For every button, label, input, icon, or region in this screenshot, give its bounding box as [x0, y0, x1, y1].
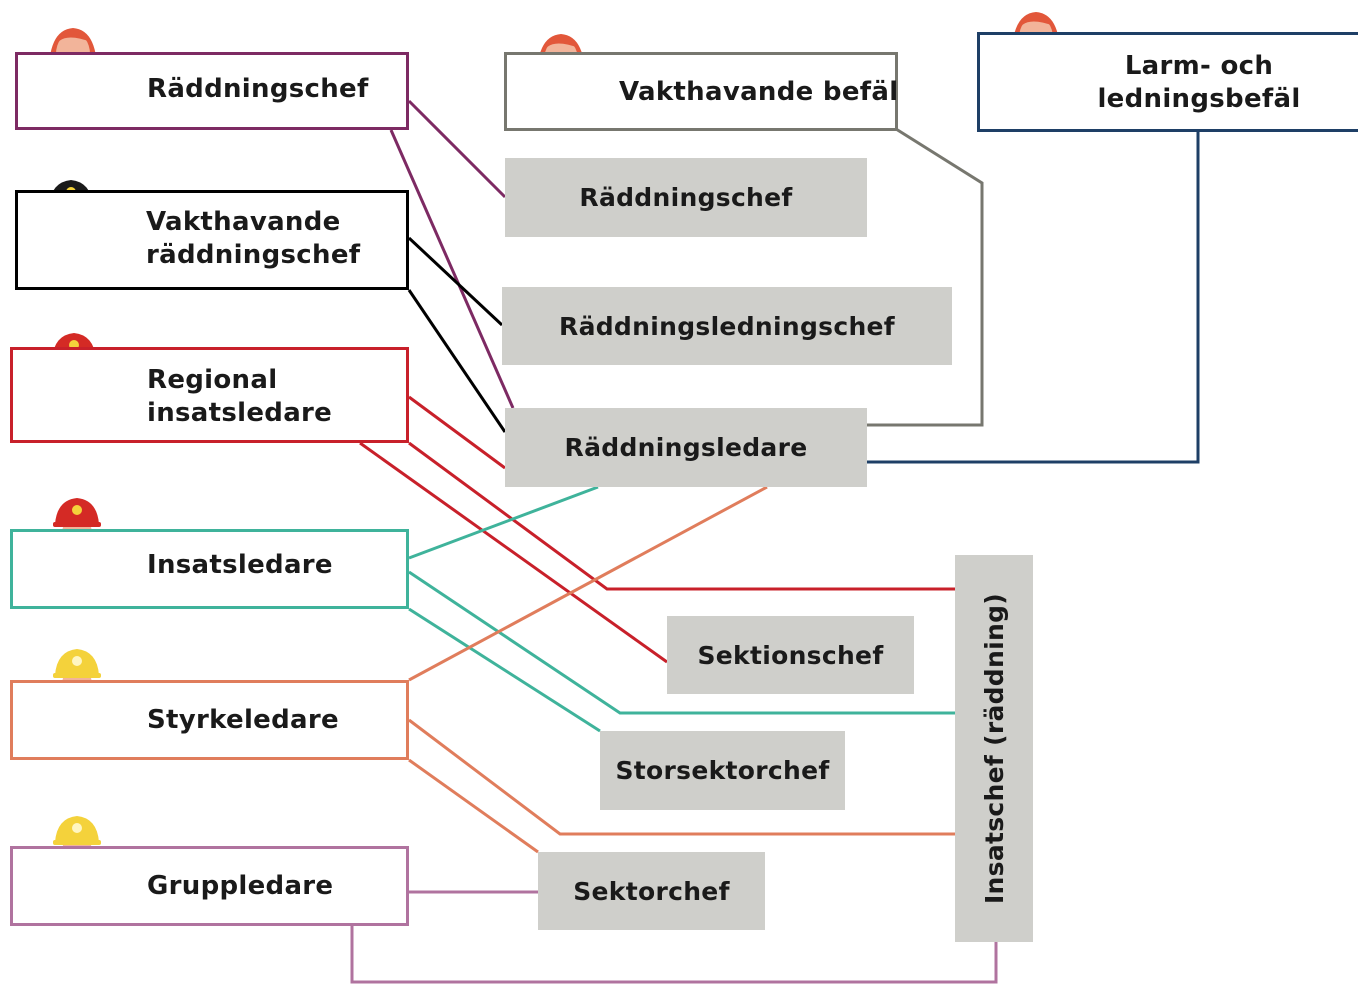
role-box-vakthavande-befal	[504, 52, 898, 131]
connector-raddningschef-to-f-raddningschef	[407, 99, 507, 199]
role-label-larm-och-ledningsbefal: Larm- och ledningsbefäl	[1097, 51, 1301, 114]
connector-styrkeledare-to-f-raddningsledare	[408, 485, 768, 682]
function-label-storsektorchef: Storsektorchef	[615, 756, 830, 785]
connector-vakthavande-befal-to-f-raddningsledare	[867, 127, 984, 427]
function-label-insatschef: Insatschef (räddning)	[979, 592, 1009, 905]
connector-regional-insatsledare-to-f-raddningsledare	[408, 395, 506, 470]
function-box-sektorchef: Sektorchef	[538, 852, 765, 930]
role-box-insatsledare	[10, 529, 409, 609]
connector-gruppledare-to-f-insatschef	[350, 926, 998, 984]
role-label-vakthavande-raddningschef: Vakthavande räddningschef	[146, 207, 361, 270]
role-label-raddningschef: Räddningschef	[147, 74, 369, 104]
connector-regional-insatsledare-to-f-insatschef	[408, 441, 955, 591]
connector-regional-insatsledare-to-f-sektionschef	[359, 441, 668, 664]
connector-styrkeledare-to-f-sektorchef	[408, 758, 539, 854]
role-box-gruppledare	[10, 846, 409, 926]
connector-vakthavande-raddningschef-to-f-raddningsledare	[407, 289, 507, 433]
function-box-storsektorchef: Storsektorchef	[600, 731, 845, 810]
function-box-raddningsledare: Räddningsledare	[505, 408, 867, 487]
function-label-raddningschef: Räddningschef	[579, 183, 793, 212]
function-label-sektorchef: Sektorchef	[573, 876, 730, 906]
connector-larm-och-ledningsbefal-to-f-raddningsledare	[867, 132, 1200, 464]
connector-raddningschef-to-f-raddningsledare	[389, 129, 515, 409]
function-box-raddningschef: Räddningschef	[505, 158, 867, 237]
role-box-larm-och-ledningsbefal	[977, 32, 1358, 132]
role-box-styrkeledare	[10, 680, 409, 760]
connector-insatsledare-to-f-insatschef	[408, 570, 955, 715]
role-box-vakthavande-raddningschef	[15, 190, 409, 290]
role-label-regional-insatsledare: Regional insatsledare	[147, 365, 333, 428]
role-label-vakthavande-befal: Vakthavande befäl	[619, 77, 899, 107]
role-box-regional-insatsledare	[10, 347, 409, 443]
function-label-sektionschef: Sektionschef	[697, 640, 884, 670]
connector-vakthavande-raddningschef-to-f-raddningsledningschef	[407, 236, 504, 327]
role-box-raddningschef	[15, 52, 409, 130]
function-box-sektionschef: Sektionschef	[667, 616, 914, 694]
role-label-styrkeledare: Styrkeledare	[147, 705, 339, 735]
role-label-gruppledare: Gruppledare	[147, 871, 334, 901]
function-label-raddningsledare: Räddningsledare	[564, 433, 808, 462]
function-box-insatschef: Insatschef (räddning)	[955, 555, 1033, 942]
connector-styrkeledare-to-f-insatschef	[408, 718, 955, 836]
function-box-raddningsledningschef: Räddningsledningschef	[502, 287, 952, 365]
function-label-raddningsledningschef: Räddningsledningschef	[559, 311, 895, 341]
role-label-insatsledare: Insatsledare	[147, 550, 333, 580]
connector-insatsledare-to-f-raddningsledare	[408, 485, 599, 560]
connector-insatsledare-to-f-storsektorchef	[408, 607, 601, 733]
